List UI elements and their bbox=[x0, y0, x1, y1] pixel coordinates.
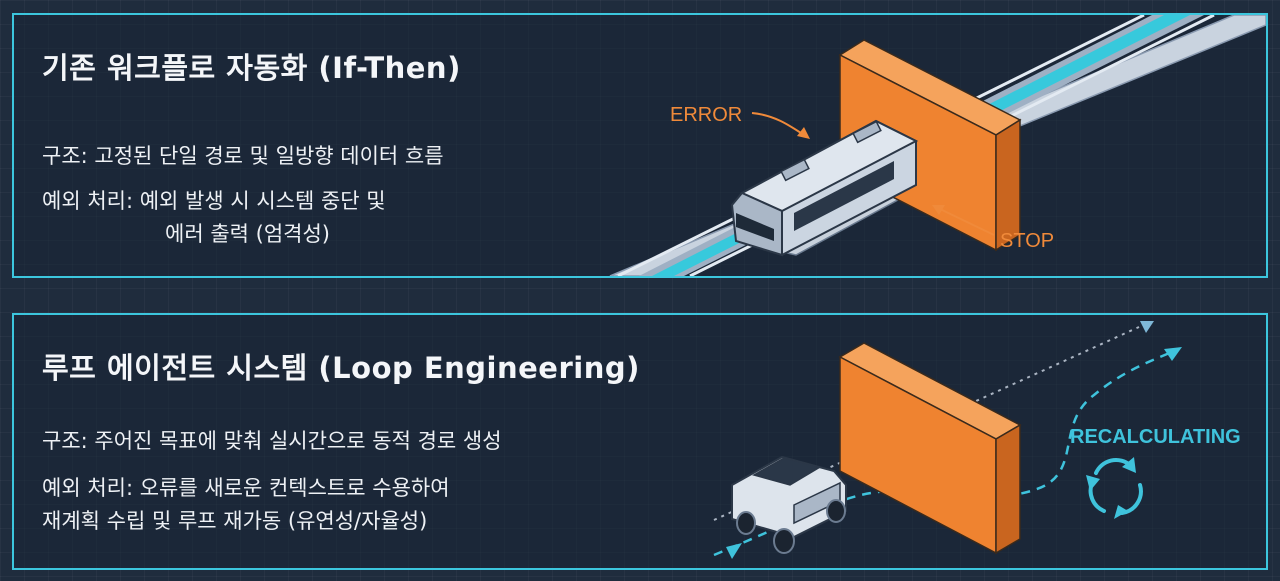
train-icon bbox=[730, 119, 919, 257]
error-arrow bbox=[751, 112, 805, 136]
stop-arrow bbox=[939, 208, 995, 236]
rerouted-path bbox=[713, 349, 1175, 557]
structure-text: 구조: 주어진 목표에 맞춰 실시간으로 동적 경로 생성 bbox=[42, 429, 502, 453]
obstacle-wall bbox=[838, 342, 1022, 555]
stop-label: STOP bbox=[1000, 230, 1054, 252]
loop-agent-panel: 루프 에이전트 시스템 (Loop Engineering) 구조: 주어진 목… bbox=[12, 313, 1268, 570]
exception-text: 예외 처리: 오류를 새로운 컨텍스트로 수용하여 bbox=[42, 476, 450, 500]
exception-text: 예외 처리: 예외 발생 시 시스템 중단 및 bbox=[42, 189, 386, 213]
structure-text: 구조: 고정된 단일 경로 및 일방향 데이터 흐름 bbox=[42, 144, 444, 168]
agent-scene: RECALCULATING bbox=[713, 321, 1241, 559]
rigid-workflow-panel: 기존 워크플로 자동화 (If-Then) 구조: 고정된 단일 경로 및 일방… bbox=[12, 13, 1268, 278]
exception-text-cont: 에러 출력 (엄격성) bbox=[165, 222, 330, 246]
train-scene: ERROR STOP bbox=[609, 15, 1266, 276]
recalculating-label: RECALCULATING bbox=[1070, 426, 1241, 448]
blocking-wall bbox=[838, 39, 1022, 252]
autonomous-vehicle-icon bbox=[731, 455, 847, 554]
recycle-arrows-icon bbox=[1086, 457, 1143, 519]
exception-text-cont: 재계획 수립 및 루프 재가동 (유연성/자율성) bbox=[42, 509, 428, 533]
panel-title: 루프 에이전트 시스템 (Loop Engineering) bbox=[42, 351, 640, 385]
error-label: ERROR bbox=[670, 104, 742, 126]
panel-title: 기존 워크플로 자동화 (If-Then) bbox=[42, 51, 461, 85]
